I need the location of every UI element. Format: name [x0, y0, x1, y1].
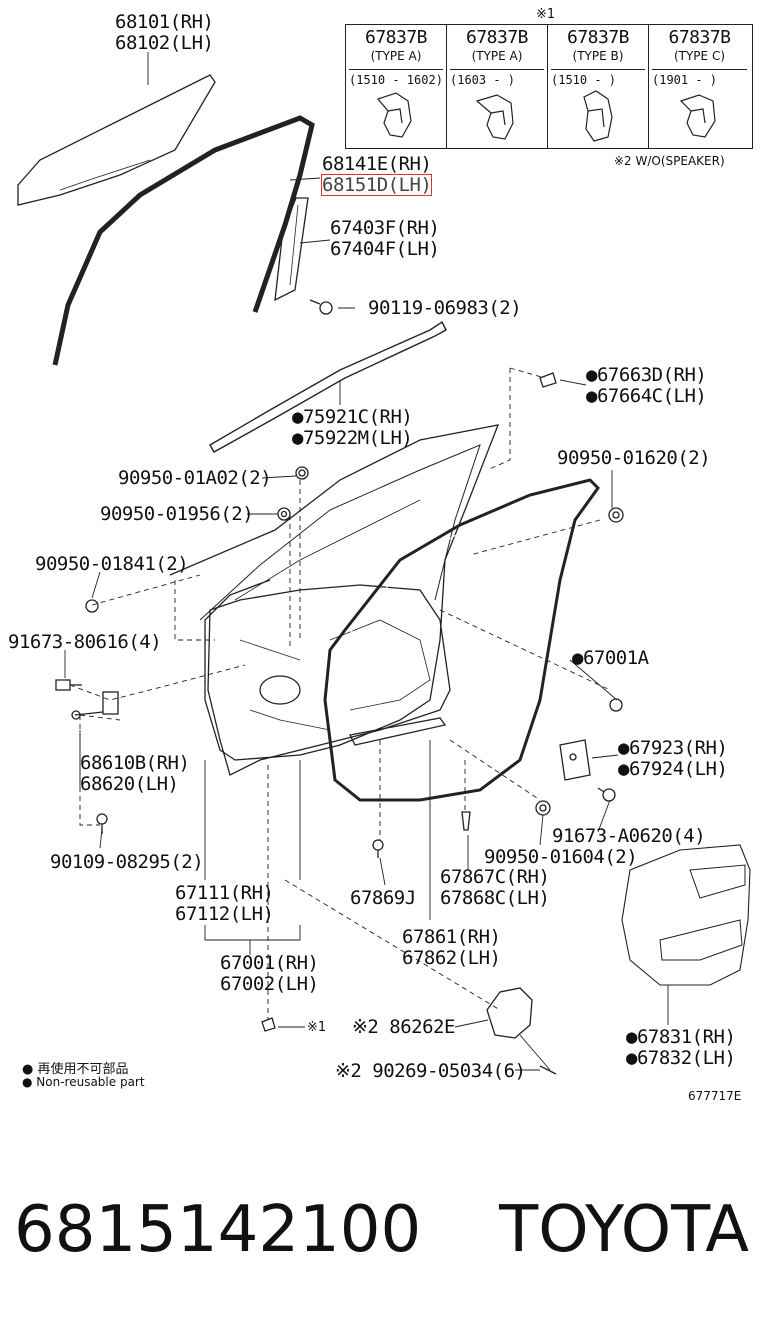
label-68620: 68620(LH) — [80, 773, 179, 795]
table-type: (TYPE B) — [572, 49, 624, 63]
fastener-table: 67837B (TYPE A) (1510 - 1602) 67837B (TY… — [345, 24, 753, 149]
legend-english: ● Non-reusable part — [22, 1075, 145, 1089]
table-note-mark: ※1 — [536, 7, 556, 22]
label-67001: 67001(RH) — [220, 952, 319, 974]
leader-lines — [64, 52, 669, 1071]
part-number: 6815142100 — [14, 1193, 422, 1267]
label-67404: 67404F(LH) — [330, 238, 440, 260]
table-part-number: 67837B — [364, 27, 428, 48]
clip-icon — [475, 94, 514, 140]
bolt-icon — [55, 679, 82, 691]
table-date: (1510 - ) — [551, 69, 645, 87]
label-90109: 90109-08295(2) — [50, 851, 204, 873]
clip-icon — [461, 811, 471, 831]
glass-run — [52, 115, 315, 366]
label-67923: ●67923(RH) — [618, 737, 728, 759]
clip-icon — [608, 507, 624, 523]
label-90950-01604: 90950-01604(2) — [484, 846, 638, 868]
door-exploded-diagram — [17, 52, 751, 1075]
table-date: (1901 - ) — [652, 69, 747, 87]
clip-icon — [295, 466, 309, 480]
label-67869: 67869J — [350, 887, 416, 909]
door-frame — [169, 424, 500, 761]
label-67868: 67868C(LH) — [440, 887, 550, 909]
clip-icon — [376, 92, 412, 138]
label-67861: 67861(RH) — [402, 926, 501, 948]
legend-japanese: ● 再使用不可部品 — [22, 1062, 129, 1077]
door-inner-panel — [207, 584, 451, 776]
door-glass — [17, 74, 216, 206]
label-67403: 67403F(RH) — [330, 217, 440, 239]
diagram-code: 677717E — [688, 1089, 742, 1103]
label-91673-a0620: 91673-A0620(4) — [552, 825, 706, 847]
table-type: (TYPE A) — [370, 49, 422, 63]
table-date: (1603 - ) — [450, 69, 544, 87]
label-68610: 68610B(RH) — [80, 752, 190, 774]
clip-icon — [261, 1017, 276, 1032]
clip-icon — [372, 839, 384, 858]
leader-dashes — [69, 367, 611, 1020]
label-67924: ●67924(LH) — [618, 758, 728, 780]
label-91673-80616: 91673-80616(4) — [8, 631, 162, 653]
brand-name: TOYOTA — [499, 1193, 749, 1267]
bolt-icon — [609, 698, 623, 712]
label-67832: ●67832(LH) — [626, 1047, 736, 1069]
table-type: (TYPE C) — [673, 49, 726, 63]
label-68141: 68141E(RH) — [322, 153, 432, 175]
clip-icon — [583, 90, 613, 142]
weatherstrip — [323, 478, 600, 802]
table-column: 67837B (TYPE B) (1510 - ) — [548, 25, 649, 148]
note-mark-1: ※1 — [307, 1020, 327, 1035]
clip-icon — [535, 800, 551, 816]
part-caption: 6815142100 TOYOTA — [14, 1190, 749, 1270]
table-part-number: 67837B — [465, 27, 529, 48]
label-86262: ※2 86262E — [352, 1016, 455, 1038]
label-67001a: ●67001A — [572, 647, 649, 669]
table-type: (TYPE A) — [471, 49, 523, 63]
hole-cover — [621, 844, 751, 986]
label-90950-01956: 90950-01956(2) — [100, 503, 254, 525]
table-part-number: 67837B — [668, 27, 731, 48]
clip-icon — [85, 599, 99, 613]
screw-icon — [539, 1065, 557, 1075]
label-67111: 67111(RH) — [175, 882, 274, 904]
table-column: 67837B (TYPE C) (1901 - ) — [649, 25, 750, 148]
label-90269: ※2 90269-05034(6) — [335, 1060, 526, 1082]
clip-icon — [277, 507, 291, 521]
table-column: 67837B (TYPE A) (1510 - 1602) — [346, 25, 447, 148]
label-68151-highlighted[interactable]: 68151D(LH) — [320, 174, 433, 196]
hinge-icon — [71, 691, 119, 720]
clip-icon — [539, 372, 557, 388]
belt-moulding — [209, 320, 447, 453]
label-68102: 68102(LH) — [115, 32, 214, 54]
striker-icon — [559, 739, 591, 781]
table-footnote: ※2 W/O(SPEAKER) — [614, 154, 725, 168]
label-68101: 68101(RH) — [115, 11, 214, 33]
table-part-number: 67837B — [566, 27, 630, 48]
table-date: (1510 - 1602) — [349, 69, 443, 87]
label-67112: 67112(LH) — [175, 903, 274, 925]
label-67002: 67002(LH) — [220, 973, 319, 995]
label-67831: ●67831(RH) — [626, 1026, 736, 1048]
label-67867: 67867C(RH) — [440, 866, 550, 888]
table-column: 67837B (TYPE A) (1603 - ) — [447, 25, 548, 148]
rear-channel — [274, 197, 309, 302]
label-75921: ●75921C(RH) — [292, 406, 413, 428]
label-90119: 90119-06983(2) — [368, 297, 522, 319]
bolt-icon — [309, 299, 333, 315]
label-67664: ●67664C(LH) — [586, 385, 707, 407]
label-67862: 67862(LH) — [402, 947, 501, 969]
clip-icon — [679, 94, 716, 138]
label-90950-01620: 90950-01620(2) — [557, 447, 711, 469]
bolt-icon — [597, 787, 616, 802]
speaker-icon — [486, 987, 533, 1039]
label-75922: ●75922M(LH) — [292, 427, 413, 449]
label-90950-01a02: 90950-01A02(2) — [118, 467, 272, 489]
label-90950-01841: 90950-01841(2) — [35, 553, 189, 575]
label-67663: ●67663D(RH) — [586, 364, 707, 386]
